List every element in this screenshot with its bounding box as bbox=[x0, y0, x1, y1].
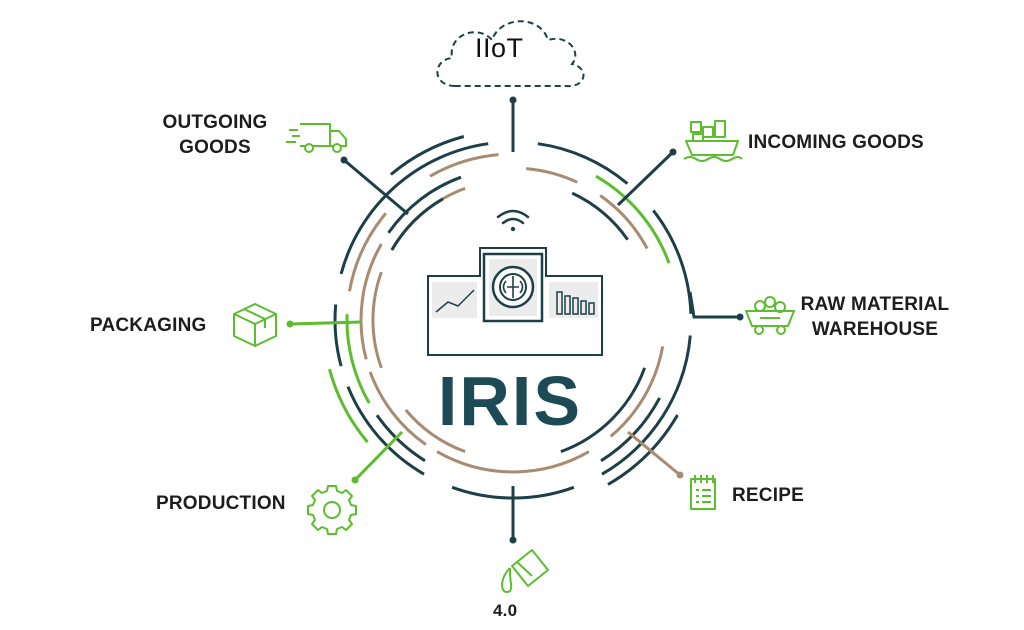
iris-title: IRIS bbox=[437, 362, 583, 440]
ring-arc bbox=[537, 142, 629, 185]
ring-arc bbox=[601, 335, 692, 476]
ring-arc bbox=[560, 367, 647, 454]
cargo-ship-icon bbox=[683, 120, 743, 162]
connector-packaging bbox=[289, 320, 363, 326]
ring-arc bbox=[390, 186, 466, 251]
connector-recipe-dot bbox=[676, 471, 684, 479]
ring-arc bbox=[571, 191, 629, 241]
connector-40-dot bbox=[509, 536, 517, 544]
raw-line1: RAW MATERIAL bbox=[800, 294, 950, 315]
wifi-icon bbox=[496, 209, 530, 232]
ring-arc bbox=[371, 271, 383, 369]
ring-arc bbox=[607, 414, 679, 486]
connector-raw-dot bbox=[736, 313, 744, 321]
connectors bbox=[286, 96, 744, 544]
ring-arc bbox=[368, 371, 427, 446]
machine-icon bbox=[427, 247, 603, 356]
node-packaging-label: PACKAGING bbox=[90, 313, 207, 338]
connector-iiot-dot bbox=[509, 96, 517, 104]
truck-icon bbox=[286, 123, 347, 153]
outgoing-line1: OUTGOING bbox=[162, 112, 268, 133]
ring-arc bbox=[348, 212, 387, 292]
outgoing-line2: GOODS bbox=[179, 137, 251, 158]
connector-raw bbox=[688, 291, 740, 319]
gear-icon bbox=[307, 485, 357, 535]
connector-packaging-dot bbox=[286, 320, 294, 328]
ring-arc bbox=[333, 304, 343, 367]
notepad-icon bbox=[690, 475, 716, 510]
packaging-line1: PACKAGING bbox=[90, 315, 207, 336]
node-production-label: PRODUCTION bbox=[156, 491, 286, 516]
ring-arc bbox=[436, 450, 590, 474]
ring-arc bbox=[599, 194, 649, 250]
box-icon bbox=[233, 303, 277, 347]
connector-incoming-dot bbox=[669, 148, 677, 156]
node-raw-material-label: RAW MATERIAL WAREHOUSE bbox=[800, 292, 950, 342]
ring-arc bbox=[526, 167, 578, 184]
cloud-icon bbox=[436, 20, 585, 88]
production-line1: PRODUCTION bbox=[156, 493, 286, 514]
ring-arc bbox=[390, 197, 444, 251]
ring-arc bbox=[359, 243, 383, 360]
recipe-line1: RECIPE bbox=[732, 485, 804, 506]
ring-arc bbox=[404, 409, 466, 454]
ring-arc bbox=[652, 209, 693, 314]
ring-arc bbox=[429, 153, 499, 178]
ring-arc bbox=[375, 414, 426, 463]
connector-production-dot bbox=[351, 476, 359, 484]
paint-bucket-icon bbox=[501, 549, 549, 593]
industry-line1: 4.0 bbox=[493, 601, 518, 620]
iiot-label: IIoT bbox=[475, 33, 524, 63]
ring-arc bbox=[609, 346, 665, 438]
connector-incoming bbox=[616, 150, 675, 207]
raw-line2: WAREHOUSE bbox=[811, 319, 939, 340]
mine-cart-icon bbox=[745, 296, 795, 335]
connector-outgoing bbox=[343, 158, 409, 216]
node-recipe-label: RECIPE bbox=[732, 483, 804, 508]
ring-arc bbox=[595, 174, 671, 264]
connector-outgoing-dot bbox=[340, 156, 348, 164]
node-40-label: 4.0 bbox=[493, 598, 517, 623]
connector-production bbox=[353, 430, 404, 482]
ring-arc bbox=[389, 135, 465, 176]
ring-arc bbox=[387, 175, 462, 234]
connector-recipe bbox=[627, 430, 681, 477]
ring-arc bbox=[600, 397, 661, 463]
ring-arc bbox=[328, 368, 369, 444]
ring-arcs bbox=[328, 135, 693, 500]
ring-arc bbox=[339, 142, 489, 275]
ring-arc bbox=[346, 386, 425, 476]
node-incoming-goods-label: INCOMING GOODS bbox=[748, 130, 924, 155]
node-outgoing-goods-label: OUTGOING GOODS bbox=[155, 110, 275, 160]
incoming-line1: INCOMING GOODS bbox=[748, 132, 924, 153]
